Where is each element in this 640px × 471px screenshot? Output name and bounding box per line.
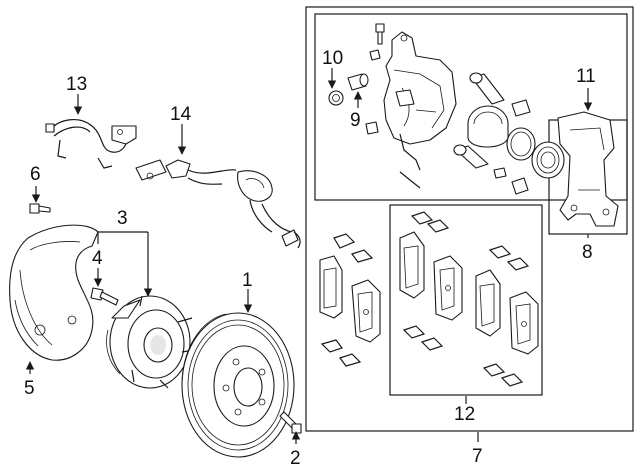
bleeder-cap-10 (328, 90, 344, 106)
callout-7: 7 (472, 446, 483, 467)
bleeder-screw-9 (347, 73, 369, 91)
brake-pad-inner-3 (475, 269, 501, 337)
pad-clips-box12 (402, 211, 530, 387)
callout-5: 5 (24, 378, 35, 399)
shield-bolt (29, 203, 51, 214)
brake-pad-left-1 (319, 255, 343, 319)
pad-clips-left (320, 233, 374, 367)
dust-boot (531, 141, 565, 179)
brake-rotor (181, 312, 295, 458)
brake-pad-inner-1 (399, 231, 425, 299)
anti-rattle-springs (399, 133, 421, 189)
brake-pad-left-2 (351, 279, 381, 343)
dust-shield (9, 224, 99, 361)
callout-2: 2 (290, 448, 301, 469)
abs-sensor-14 (135, 159, 301, 249)
hub-bolt (90, 287, 119, 306)
brake-pad-inner-4 (509, 291, 539, 355)
callout-3: 3 (117, 208, 128, 229)
callout-4: 4 (92, 248, 103, 269)
callout-6: 6 (30, 164, 41, 185)
callout-10: 10 (322, 48, 343, 69)
callout-11: 11 (576, 66, 596, 87)
callout-12: 12 (454, 404, 475, 425)
caliper-piston (467, 105, 509, 148)
sensor-harness-13 (45, 119, 137, 169)
brake-pad-inner-2 (433, 255, 463, 321)
piston-seal (506, 127, 536, 161)
caliper-assembly-box (314, 13, 628, 201)
caliper-guide-bolts (365, 23, 385, 135)
guide-pin-boots (453, 72, 531, 195)
box-12-frame (389, 204, 543, 396)
callout-13: 13 (66, 74, 87, 95)
caliper-body (383, 31, 457, 145)
callout-14: 14 (170, 104, 192, 125)
hub-and-bearing (106, 295, 195, 389)
callout-1: 1 (242, 270, 253, 291)
leader-lines (25, 68, 593, 444)
caliper-bracket (557, 111, 619, 227)
box-7-frame (305, 6, 634, 432)
callout-9: 9 (350, 110, 361, 131)
callout-8: 8 (582, 242, 593, 263)
